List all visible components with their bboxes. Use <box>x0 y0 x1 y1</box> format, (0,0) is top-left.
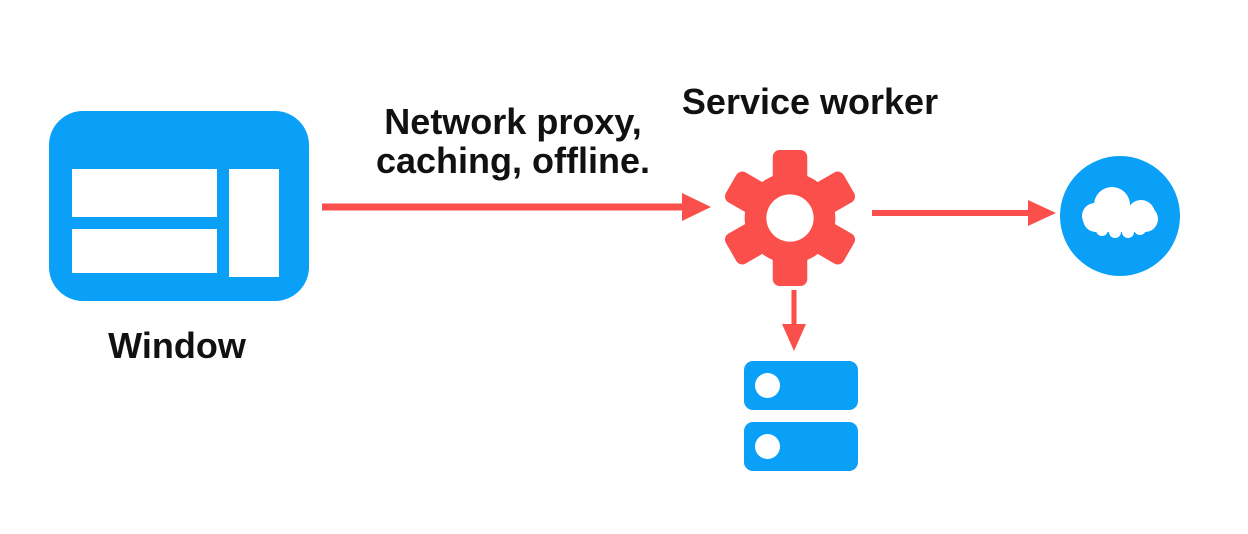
window-pane-bottom <box>72 229 217 273</box>
flow-arrow-service-worker-to-cloud <box>872 200 1056 226</box>
edge-label-network-proxy: Network proxy, caching, offline. <box>375 101 651 181</box>
window-label: Window <box>108 325 246 366</box>
window-pane-top <box>72 169 217 217</box>
storage-indicator-dot <box>755 434 780 459</box>
gear-hub <box>766 194 814 242</box>
flow-arrow-window-to-service-worker <box>322 193 711 221</box>
flow-arrow-service-worker-to-storage <box>782 290 806 351</box>
browser-window-icon <box>49 111 309 301</box>
storage-row <box>744 361 858 410</box>
storage-indicator-dot <box>755 373 780 398</box>
storage-row <box>744 422 858 471</box>
gear-icon <box>724 149 856 287</box>
cloud-icon <box>1060 156 1180 276</box>
window-pane-right <box>229 169 279 277</box>
storage-stack-icon <box>744 361 858 483</box>
service-worker-label: Service worker <box>681 81 939 122</box>
